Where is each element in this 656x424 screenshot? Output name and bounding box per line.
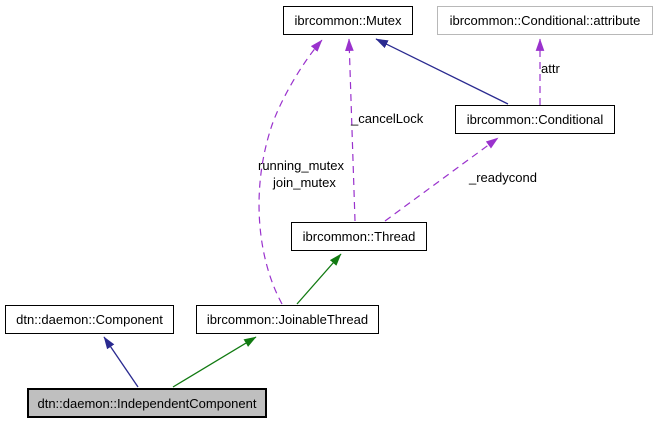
node-component[interactable]: dtn::daemon::Component bbox=[5, 305, 174, 334]
node-independentcomponent: dtn::daemon::IndependentComponent bbox=[27, 388, 267, 418]
node-mutex[interactable]: ibrcommon::Mutex bbox=[283, 6, 413, 35]
edge-label-attr: attr bbox=[541, 61, 560, 76]
edge-inherit-conditional-mutex bbox=[375, 38, 509, 105]
edge-label-readycond: _readycond bbox=[469, 170, 537, 185]
node-conditional-label: ibrcommon::Conditional bbox=[466, 112, 604, 127]
edge-usage-cancellock bbox=[345, 38, 356, 222]
node-conditional[interactable]: ibrcommon::Conditional bbox=[455, 105, 615, 134]
node-component-label: dtn::daemon::Component bbox=[16, 312, 163, 327]
edge-usage-running-join-mutex bbox=[258, 39, 323, 305]
node-mutex-label: ibrcommon::Mutex bbox=[294, 13, 402, 28]
edge-label-cancellock: _cancelLock bbox=[351, 111, 424, 126]
node-thread-label: ibrcommon::Thread bbox=[302, 229, 416, 244]
edge-inherit-joinablethread-thread bbox=[296, 253, 342, 305]
edge-label-running-mutex: running_mutex bbox=[258, 158, 344, 173]
node-joinablethread-label: ibrcommon::JoinableThread bbox=[206, 312, 369, 327]
node-conditional-attribute-label: ibrcommon::Conditional::attribute bbox=[449, 13, 641, 28]
node-independentcomponent-label: dtn::daemon::IndependentComponent bbox=[37, 395, 257, 411]
edge-inherit-independent-joinablethread bbox=[172, 336, 257, 388]
edge-inherit-independent-component bbox=[103, 336, 139, 388]
edge-label-join-mutex: join_mutex bbox=[273, 175, 336, 190]
node-thread[interactable]: ibrcommon::Thread bbox=[291, 222, 427, 251]
node-conditional-attribute: ibrcommon::Conditional::attribute bbox=[437, 6, 653, 35]
node-joinablethread[interactable]: ibrcommon::JoinableThread bbox=[196, 305, 379, 334]
